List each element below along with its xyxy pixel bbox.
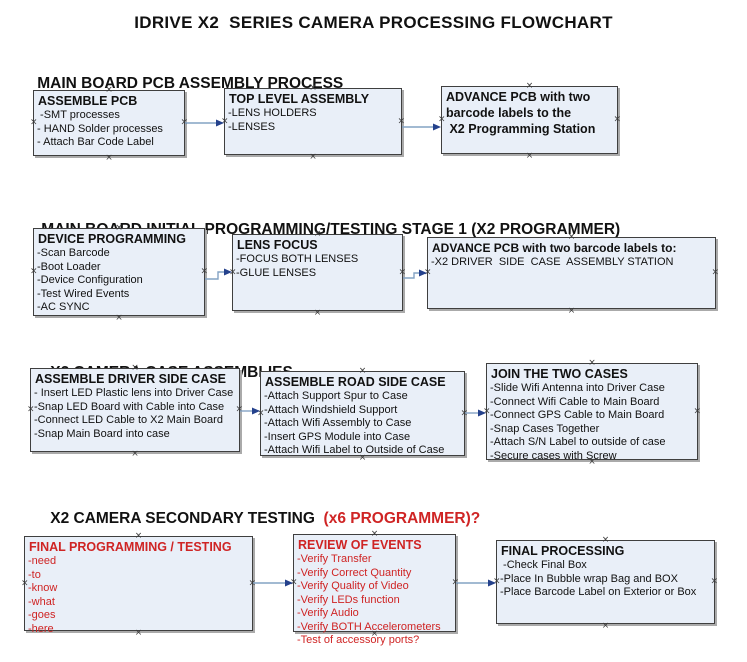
flow-box-final-programming-testing: FINAL PROGRAMMING / TESTING -need-to-kno… (21, 532, 256, 638)
box-item-list: -LENS HOLDERS-LENSES (225, 107, 401, 134)
box-item-list: - Insert LED Plastic lens into Driver Ca… (31, 387, 239, 441)
box-item: -Connect Wifi Cable to Main Board (490, 395, 660, 408)
box-item: -to (28, 568, 41, 581)
box-item: -GLUE LENSES (236, 266, 317, 279)
flow-box-join-the-two-cases: JOIN THE TWO CASES -Slide Wifi Antenna i… (483, 359, 701, 467)
connection-handle-icon: × (525, 151, 534, 161)
box-item-list: -Verify Transfer-Verify Correct Quantity… (294, 553, 455, 648)
box-item: -Device Configuration (37, 274, 143, 286)
flow-box-assemble-pcb: ASSEMBLE PCB -SMT processes- HAND Solder… (30, 86, 188, 163)
box-item: -Attach Wifi Assembly to Case (264, 417, 412, 429)
box-title: JOIN THE TWO CASES (491, 367, 628, 381)
box-item-list: -Attach Support Spur to Case-Attach Wind… (261, 390, 464, 458)
box-item: -Test of accessory ports? (297, 634, 420, 646)
connection-handle-icon: × (309, 152, 317, 162)
box-title: LENS FOCUS (237, 238, 318, 252)
box-item: -know (28, 582, 58, 594)
flow-box-advance-pcb-driver-side-station: ADVANCE PCB with two barcode labels to: … (424, 233, 719, 316)
box-item: -Attach Windshield Support (264, 403, 398, 416)
box-title: ADVANCE PCB with two barcode labels to: (432, 241, 677, 255)
box-item-list: -Check Final Box-Place In Bubble wrap Ba… (497, 559, 714, 600)
box-item: -Scan Barcode (37, 247, 110, 259)
box-item: -Boot Loader (37, 260, 101, 273)
box-item-list: -Scan Barcode-Boot Loader-Device Configu… (34, 247, 204, 315)
box-title: ASSEMBLE ROAD SIDE CASE (265, 375, 446, 389)
box-item: -AC SYNC (37, 301, 90, 313)
connection-handle-icon: × (115, 313, 123, 323)
box-item: - HAND Solder processes (37, 122, 163, 135)
box-title: ASSEMBLE DRIVER SIDE CASE (35, 372, 227, 386)
box-item: -Connect GPS Cable to Main Board (490, 409, 665, 421)
box-title: ADVANCE PCB with two barcode labels to t… (446, 90, 596, 136)
section-header-text: X2 CAMERA SECONDARY TESTING (50, 510, 315, 527)
box-item: -Verify BOTH Accelerometers (297, 620, 441, 633)
connection-handle-icon: × (711, 267, 719, 278)
box-item: -what (28, 595, 55, 608)
box-item: -Snap Main Board into case (34, 427, 170, 440)
flow-box-device-programming: DEVICE PROGRAMMING -Scan Barcode-Boot Lo… (30, 224, 208, 323)
box-item: -X2 DRIVER SIDE CASE ASSEMBLY STATION (431, 256, 674, 268)
box-title: FINAL PROCESSING (501, 544, 625, 558)
box-item: -Snap LED Board with Cable into Case (34, 400, 225, 413)
connection-handle-icon: × (313, 308, 322, 318)
box-item-list: -Slide Wifi Antenna into Driver Case-Con… (487, 382, 697, 463)
box-item-list: -FOCUS BOTH LENSES-GLUE LENSES (233, 253, 402, 280)
box-item: -need (28, 555, 57, 567)
box-item: -Attach Wifi Label to Outside of Case (264, 444, 445, 456)
box-title: FINAL PROGRAMMING / TESTING (29, 540, 232, 554)
box-item: -LENSES (228, 120, 276, 133)
box-item-list: -SMT processes- HAND Solder processes- A… (34, 109, 184, 150)
box-item: -goes (28, 609, 56, 621)
box-item: -Secure cases with Screw (490, 449, 617, 462)
box-title: REVIEW OF EVENTS (298, 538, 422, 552)
box-item: -Insert GPS Module into Case (264, 430, 411, 443)
box-item: -Place In Bubble wrap Bag and BOX (500, 572, 678, 585)
box-item: -Place Barcode Label on Exterior or Box (500, 586, 697, 598)
box-item: - Attach Bar Code Label (37, 136, 154, 148)
section-header-highlight: (x6 PROGRAMMER)? (314, 510, 481, 527)
box-item: -Verify LEDs function (297, 593, 400, 606)
box-title: TOP LEVEL ASSEMBLY (229, 92, 370, 106)
box-item: - Insert LED Plastic lens into Driver Ca… (34, 387, 234, 399)
box-item: -FOCUS BOTH LENSES (236, 253, 359, 265)
box-item: -Attach S/N Label to outside of case (490, 436, 666, 448)
flow-box-top-level-assembly: TOP LEVEL ASSEMBLY -LENS HOLDERS-LENSES … (221, 84, 405, 162)
box-item: -Verify Transfer (297, 553, 372, 565)
flow-box-assemble-road-side-case: ASSEMBLE ROAD SIDE CASE -Attach Support … (257, 367, 468, 463)
section-header-secondary-testing: X2 CAMERA SECONDARY TESTING (x6 PROGRAMM… (33, 492, 480, 546)
box-item: -Test Wired Events (37, 287, 130, 300)
connection-handle-icon: × (567, 306, 576, 316)
box-item: -Verify Correct Quantity (297, 566, 412, 579)
box-item: -LENS HOLDERS (228, 107, 317, 119)
flow-box-assemble-driver-side-case: ASSEMBLE DRIVER SIDE CASE - Insert LED P… (27, 364, 243, 459)
connection-handle-icon: × (131, 449, 139, 459)
flow-box-review-of-events: REVIEW OF EVENTS -Verify Transfer-Verify… (290, 530, 459, 647)
box-item: -here (28, 622, 54, 635)
box-item: -Slide Wifi Antenna into Driver Case (490, 382, 665, 394)
box-item-list: -X2 DRIVER SIDE CASE ASSEMBLY STATION (428, 256, 715, 270)
flow-box-lens-focus: LENS FOCUS -FOCUS BOTH LENSES-GLUE LENSE… (229, 230, 406, 318)
box-item: -Verify Audio (297, 607, 359, 619)
box-item-list: -need-to-know-what-goes-here (25, 555, 252, 636)
connection-handle-icon: × (424, 267, 432, 278)
page-title: IDRIVE X2 SERIES CAMERA PROCESSING FLOWC… (134, 13, 613, 32)
section-header-text: MAIN BOARD PCB ASSEMBLY PROCESS (37, 75, 344, 92)
box-item: -Connect LED Cable to X2 Main Board (34, 414, 223, 426)
box-title: DEVICE PROGRAMMING (38, 232, 186, 246)
flow-arrow (205, 268, 232, 280)
flow-box-final-processing: FINAL PROCESSING -Check Final Box-Place … (493, 536, 718, 631)
flow-arrow (403, 269, 427, 279)
box-item: -SMT processes (37, 109, 120, 121)
section-header-pcb-assembly: MAIN BOARD PCB ASSEMBLY PROCESS (20, 57, 343, 111)
connection-handle-icon: × (601, 621, 610, 631)
box-item: -Snap Cases Together (490, 422, 600, 435)
box-item: -Verify Quality of Video (297, 580, 409, 592)
box-title: ASSEMBLE PCB (38, 94, 138, 108)
connection-handle-icon: × (105, 153, 113, 163)
box-item: -Check Final Box (500, 559, 587, 571)
box-item: -Attach Support Spur to Case (264, 390, 408, 402)
flow-box-advance-pcb-programming-station: ADVANCE PCB with two barcode labels to t… (438, 82, 621, 161)
